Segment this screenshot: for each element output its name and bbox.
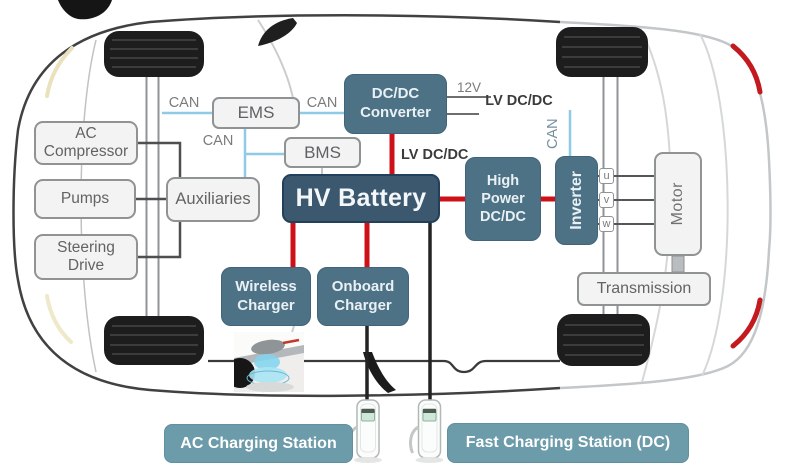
dcdc-converter-box: DC/DC Converter	[344, 74, 447, 134]
onboard-charger-box: Onboard Charger	[317, 267, 409, 326]
can-label-ems-right: CAN	[306, 95, 338, 111]
wheel-rear-right	[557, 314, 650, 366]
steering-drive-box: Steering Drive	[34, 234, 138, 280]
ac-charging-plug	[347, 399, 382, 463]
fast-charging-station-banner: Fast Charging Station (DC)	[447, 423, 689, 463]
motor-shaft	[671, 255, 685, 273]
transmission-box: Transmission	[577, 272, 711, 306]
high-power-dcdc-box: High Power DC/DC	[465, 157, 541, 241]
roof-shape	[58, 0, 112, 20]
phase-w-tab: w	[599, 216, 614, 232]
wheels	[104, 27, 650, 366]
taillight-accent-bottom	[730, 297, 763, 349]
lv-dcdc-label-converter: LV DC/DC	[485, 93, 553, 109]
hv-battery-box: HV Battery	[282, 174, 440, 223]
can-bus-lines	[162, 110, 572, 177]
can-label-inverter: CAN	[545, 118, 561, 150]
wireless-charger-box: Wireless Charger	[221, 267, 311, 326]
12v-label: 12V	[456, 80, 482, 95]
hv-cables	[290, 134, 555, 267]
pumps-box: Pumps	[34, 179, 136, 219]
inverter-box: Inverter	[555, 156, 598, 245]
phase-u-tab: u	[599, 168, 614, 184]
ems-box: EMS	[212, 97, 300, 129]
can-label-bms: CAN	[202, 133, 234, 149]
charging-cables	[365, 223, 432, 401]
motor-box: Motor	[654, 152, 702, 256]
lv-wires	[447, 96, 491, 115]
phase-v-tab: v	[599, 192, 614, 208]
headlight-accent-top	[45, 46, 74, 98]
ac-charging-station-banner: AC Charging Station	[164, 424, 353, 463]
motor-label: Motor	[668, 182, 686, 226]
ac-compressor-box: AC Compressor	[34, 121, 138, 165]
wheel-front-right	[556, 27, 648, 77]
side-mirror-top	[258, 18, 297, 46]
bms-box: BMS	[284, 137, 361, 168]
headlight-accent-bottom	[45, 294, 73, 344]
wireless-charging-photo	[234, 332, 304, 392]
taillight-accent-top	[730, 43, 763, 95]
wheel-front-left	[104, 31, 204, 77]
wheel-rear-left	[104, 316, 204, 365]
trunk-line	[699, 33, 729, 377]
can-label-ems-left: CAN	[168, 95, 200, 111]
lv-dcdc-label-battery: LV DC/DC	[401, 147, 469, 163]
side-mirror-bottom	[363, 352, 396, 393]
dc-charging-plug	[409, 399, 444, 463]
inverter-label: Inverter	[567, 171, 585, 230]
rocker-line	[208, 359, 560, 374]
auxiliaries-box: Auxiliaries	[166, 177, 260, 222]
